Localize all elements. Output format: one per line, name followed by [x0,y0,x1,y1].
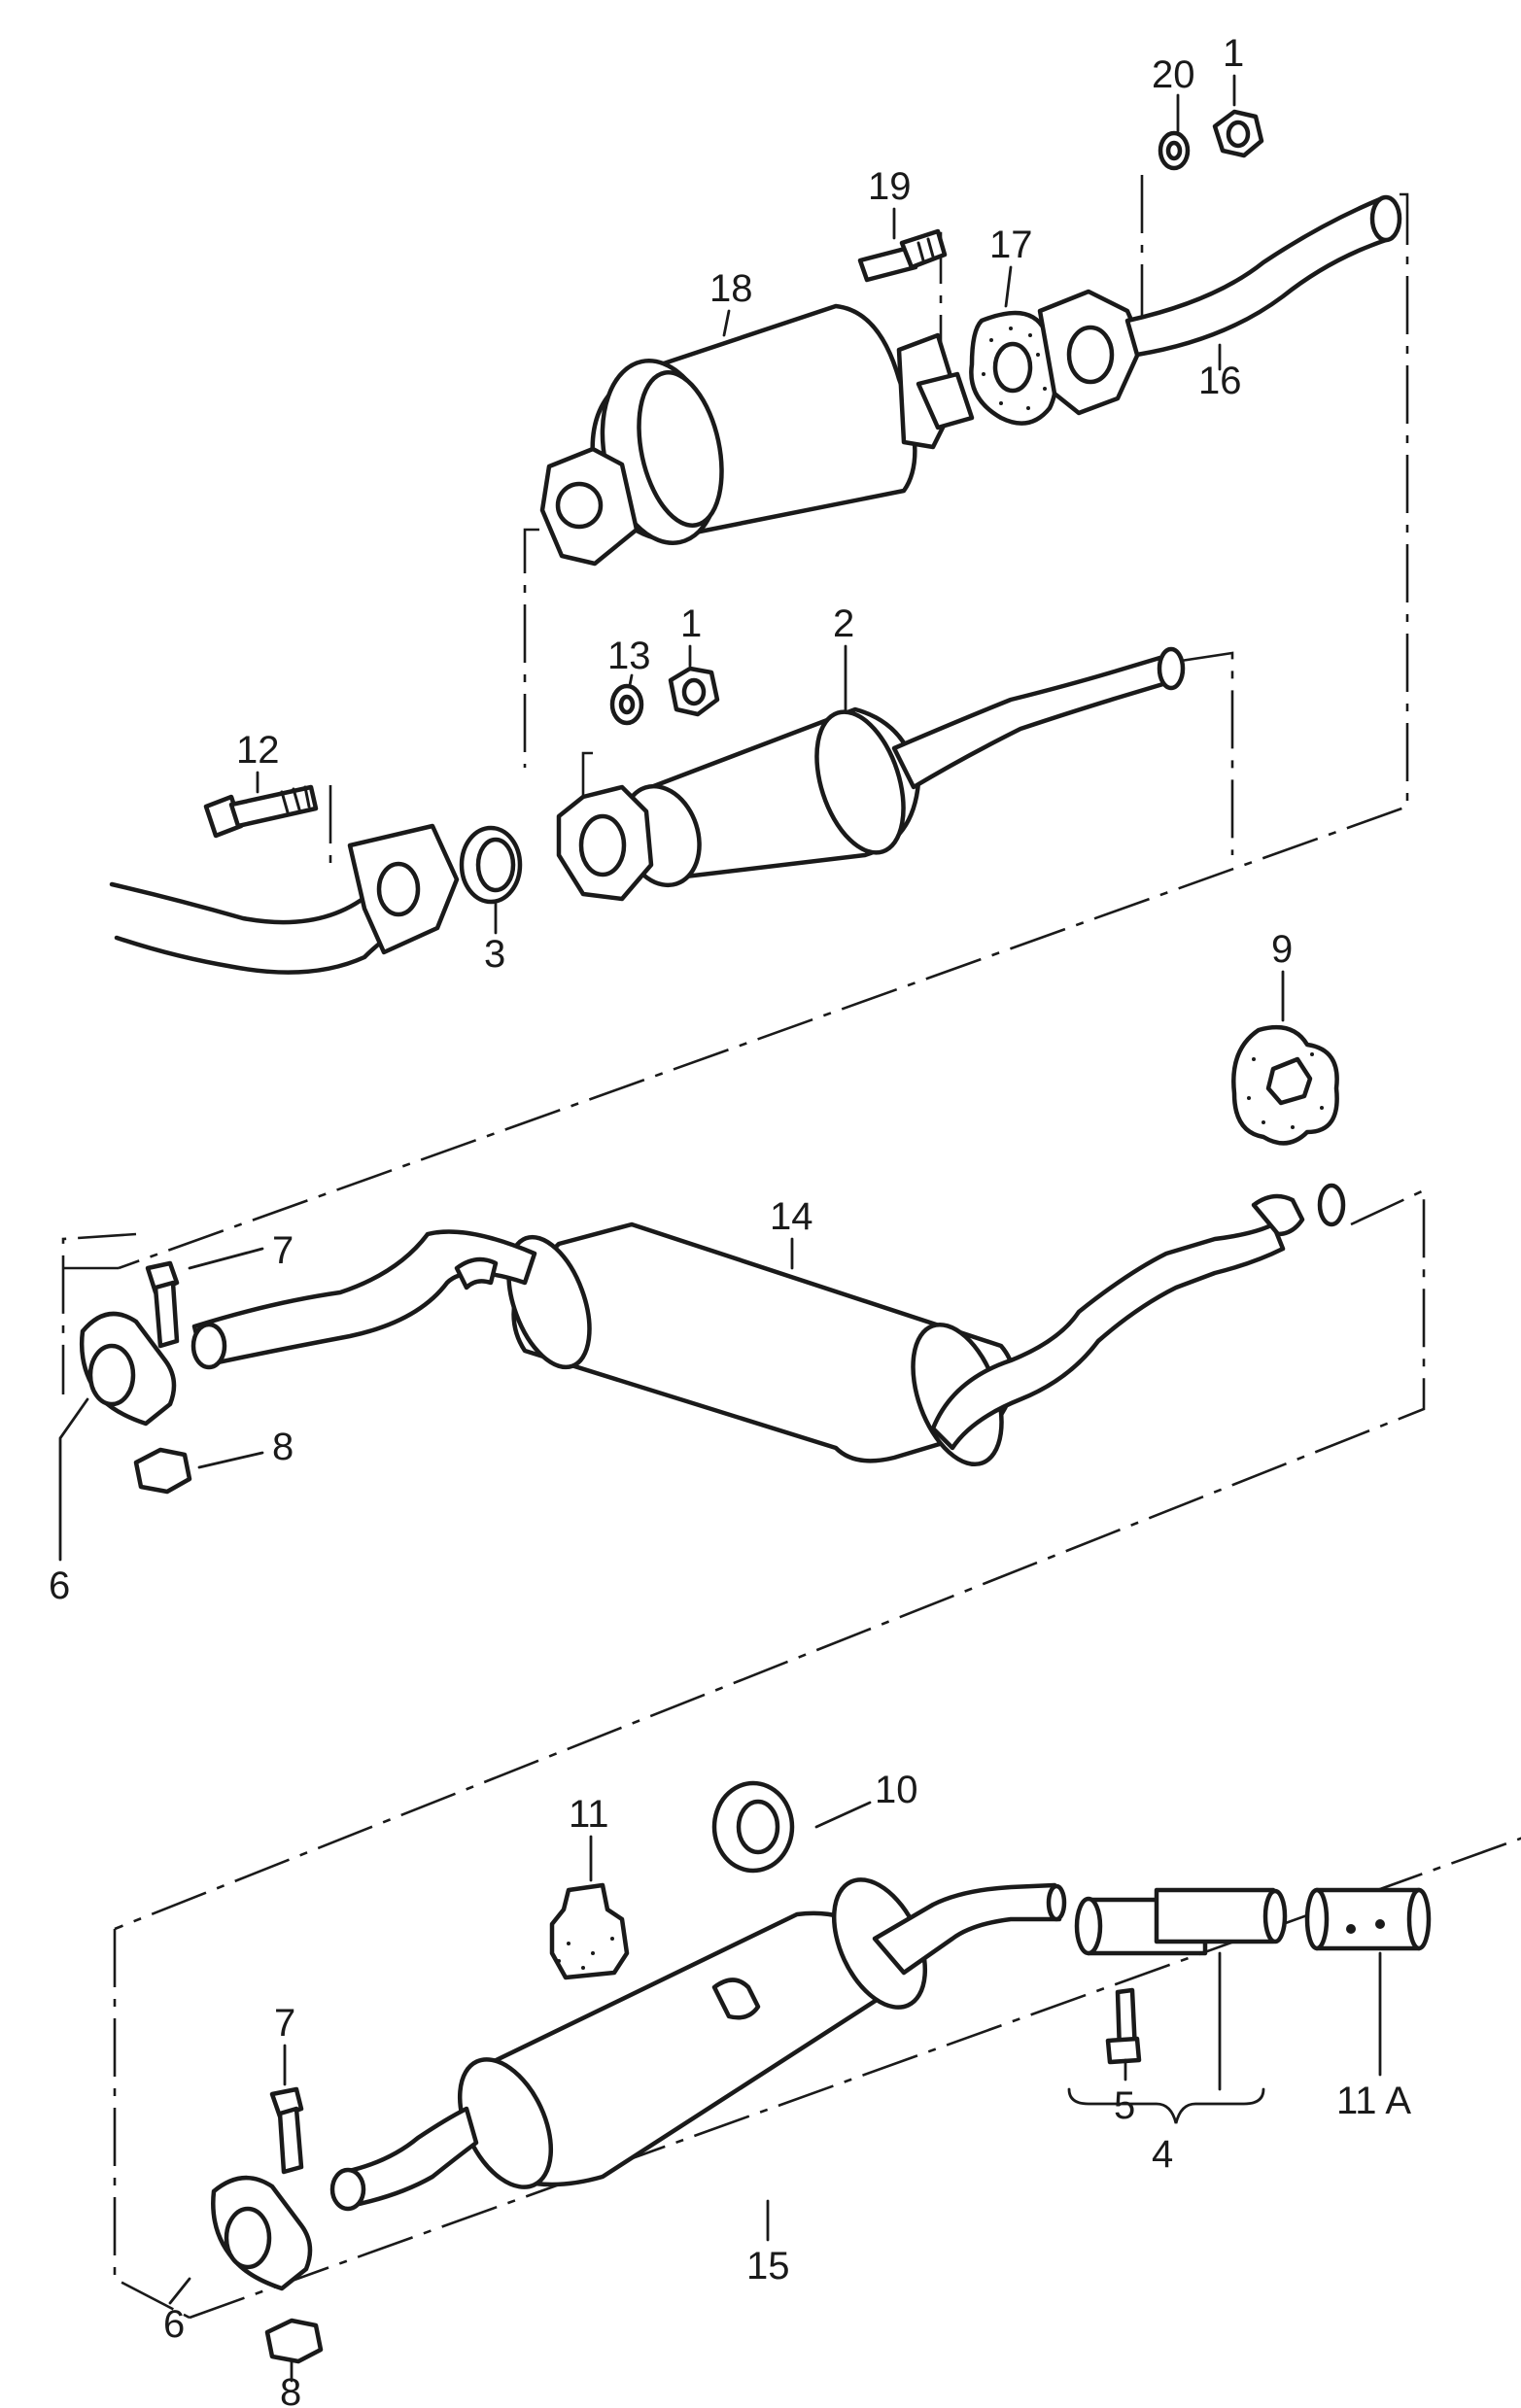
callout-1-middle: 1 [680,602,702,645]
callout-20: 20 [1152,53,1195,96]
callout-6-bottom: 6 [163,2303,185,2346]
rubber-ring-10 [711,1780,795,1874]
rubber-mount-9 [1231,1024,1339,1146]
callout-7-middle: 7 [272,1229,294,1272]
front-pipe-16 [1037,194,1402,416]
callout-labels: 1 20 19 17 18 16 13 1 2 12 3 9 14 7 8 6 … [49,32,1411,2408]
callout-7-bottom: 7 [274,2002,295,2045]
sleeve-11a [1304,1887,1432,1951]
clamp-6-middle [80,1311,177,1427]
callout-6-middle: 6 [49,1565,70,1607]
callout-10: 10 [875,1769,918,1811]
callout-8-middle: 8 [272,1426,294,1468]
callout-15: 15 [746,2245,790,2288]
nut-1-top [1212,109,1264,158]
callout-13: 13 [607,635,651,677]
callout-16: 16 [1198,360,1242,402]
bolt-7-middle [145,1260,180,1349]
front-muffler-2 [556,646,1186,902]
nut-8-bottom [264,2318,324,2364]
bolt-7-bottom [269,2086,304,2175]
nut-1-middle [668,666,720,717]
bolt-19 [857,228,948,283]
callout-4: 4 [1152,2133,1173,2176]
buffer-11 [549,1882,630,1980]
callout-14: 14 [770,1195,813,1238]
callout-11a: 11 A [1336,2080,1411,2122]
center-muffler-14 [190,1183,1346,1467]
callout-1-top: 1 [1223,32,1244,75]
catalytic-converter [539,303,975,567]
repair-kit-4 [1074,1887,1288,1956]
callout-2: 2 [833,602,854,645]
washer-13 [609,683,644,726]
washer-20 [1158,130,1191,171]
assembly-outlines [61,175,1521,2320]
nut-8-middle [133,1447,192,1495]
callout-19: 19 [868,165,912,208]
callout-12: 12 [236,729,280,772]
seal-ring-3 [459,825,523,905]
callout-9: 9 [1271,928,1293,971]
callout-18: 18 [709,267,753,310]
callout-17: 17 [989,224,1033,266]
callout-8-bottom: 8 [280,2371,301,2408]
down-pipe-flange [109,823,460,975]
leader-lines [58,74,1382,2383]
rear-muffler-15 [329,1877,1067,2212]
callout-11: 11 [569,1793,609,1836]
bolt-12 [203,784,319,839]
callout-5: 5 [1114,2084,1135,2127]
bolt-5 [1105,1987,1142,2065]
clamp-6-bottom [211,2175,313,2291]
callout-3: 3 [484,933,505,976]
